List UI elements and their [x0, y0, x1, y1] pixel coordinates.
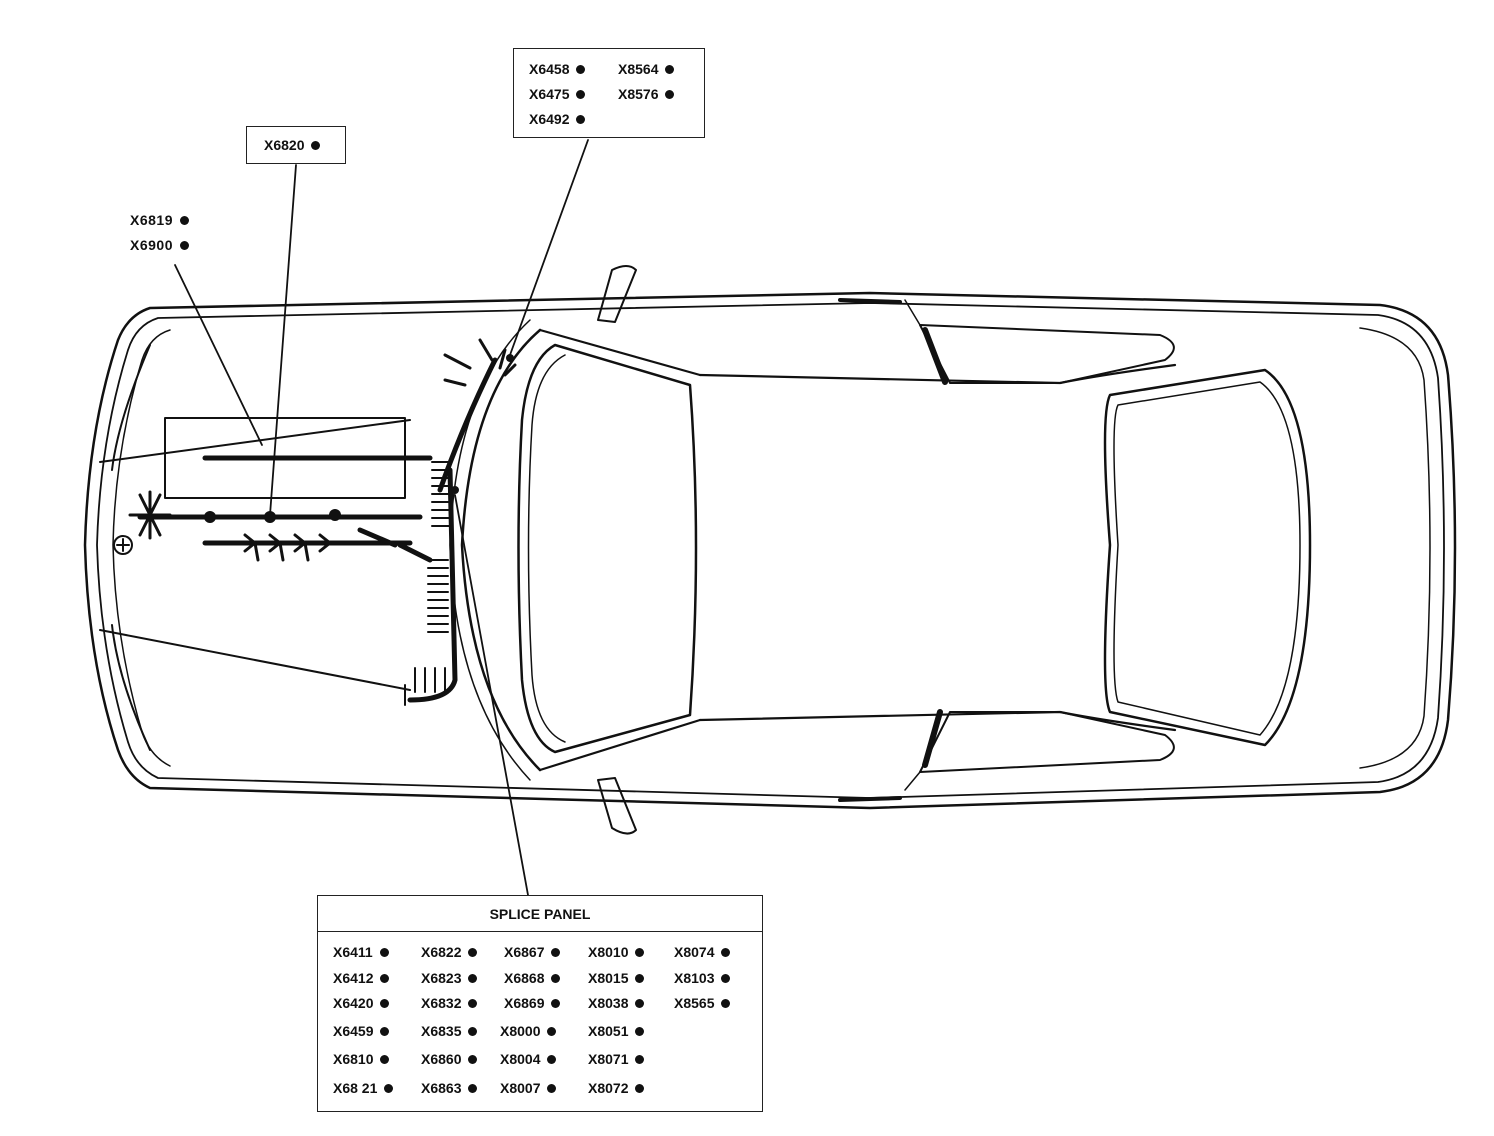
connector-dot-icon	[380, 1054, 390, 1064]
connector-dot-icon	[635, 1026, 645, 1036]
connector-label: X8071	[588, 1051, 645, 1067]
connector-label: X6412	[333, 970, 390, 986]
rear-window	[1103, 368, 1312, 747]
windshield	[517, 343, 698, 754]
connector-dot-icon	[379, 947, 389, 957]
harness-dots	[204, 354, 514, 523]
connector-dot-icon	[635, 1083, 645, 1093]
connector-dot-icon	[635, 947, 645, 957]
connector-dot-icon	[635, 1054, 645, 1064]
connector-label: X6458	[529, 61, 586, 77]
connector-label: X8015	[588, 970, 645, 986]
connector-label: X8010	[588, 944, 645, 960]
connector-dot-icon	[551, 947, 561, 957]
connector-dot-icon	[665, 89, 675, 99]
connector-label: X6869	[504, 995, 561, 1011]
connector-dot-icon	[380, 998, 390, 1008]
connector-dot-icon	[311, 140, 321, 150]
connector-label: X8565	[674, 995, 731, 1011]
connector-dot-icon	[468, 1026, 478, 1036]
connector-label: X6822	[421, 944, 478, 960]
connector-label: X8103	[674, 970, 731, 986]
connector-label: X6900	[130, 237, 189, 253]
connector-label: X8074	[674, 944, 731, 960]
connector-label: X8000	[500, 1023, 557, 1039]
divider	[318, 931, 762, 932]
connector-label: X8051	[588, 1023, 645, 1039]
cowl-line	[460, 328, 542, 772]
connector-dot-icon	[551, 998, 561, 1008]
connector-dot-icon	[665, 64, 675, 74]
connector-label: X8564	[618, 61, 675, 77]
callout-box-x6820: X6820	[246, 126, 346, 164]
connector-dot-icon	[551, 973, 561, 983]
connector-label: X6492	[529, 111, 586, 127]
leader-lines	[174, 139, 589, 896]
connector-label: X6832	[421, 995, 478, 1011]
connector-label: X6459	[333, 1023, 390, 1039]
connector-label: X8072	[588, 1080, 645, 1096]
roof	[698, 363, 1177, 732]
mirror-bottom	[597, 777, 637, 835]
connector-label: X8004	[500, 1051, 557, 1067]
car-body-outline	[83, 291, 1457, 810]
connector-dot-icon	[547, 1083, 557, 1093]
connector-label: X6868	[504, 970, 561, 986]
connector-dot-icon	[179, 240, 189, 250]
connector-label: X8007	[500, 1080, 557, 1096]
connector-dot-icon	[468, 1054, 478, 1064]
callout-box-upper-right: X6458 X8564 X6475 X8576 X6492	[513, 48, 705, 138]
connector-dot-icon	[468, 947, 478, 957]
connector-dot-icon	[635, 973, 645, 983]
connector-label: X6475	[529, 86, 586, 102]
connector-dot-icon	[721, 998, 731, 1008]
connector-label: X6819	[130, 212, 189, 228]
splice-panel-title: SPLICE PANEL	[489, 906, 591, 922]
connector-label: X6863	[421, 1080, 478, 1096]
connector-label: X6835	[421, 1023, 478, 1039]
connector-label: X6820	[264, 137, 321, 153]
connector-label: X6420	[333, 995, 390, 1011]
connector-dot-icon	[721, 973, 731, 983]
connector-dot-icon	[468, 973, 478, 983]
connector-dot-icon	[380, 973, 390, 983]
connector-dot-icon	[468, 998, 478, 1008]
connector-dot-icon	[384, 1083, 394, 1093]
harness	[137, 357, 498, 703]
connector-label: X6411	[333, 944, 389, 960]
connector-dot-icon	[576, 64, 586, 74]
connector-label: X68 21	[333, 1080, 394, 1096]
connector-dot-icon	[547, 1026, 557, 1036]
connector-dot-icon	[380, 1026, 390, 1036]
connector-dot-icon	[547, 1054, 557, 1064]
connector-label: X6823	[421, 970, 478, 986]
connector-label: X6860	[421, 1051, 478, 1067]
connector-label: X8576	[618, 86, 675, 102]
connector-dot-icon	[721, 947, 731, 957]
splice-panel-box: SPLICE PANEL X6411 X6412 X6420 X6459 X68…	[317, 895, 763, 1112]
connector-dot-icon	[576, 89, 586, 99]
connector-label: X8038	[588, 995, 645, 1011]
ground-symbol	[113, 535, 133, 555]
connector-dot-icon	[576, 114, 586, 124]
ground-star	[128, 490, 172, 540]
connector-label: X6867	[504, 944, 561, 960]
connector-dot-icon	[468, 1083, 478, 1093]
connector-dot-icon	[635, 998, 645, 1008]
connector-label: X6810	[333, 1051, 390, 1067]
hood-lines	[99, 344, 411, 751]
mirror-top	[597, 265, 637, 323]
connector-dot-icon	[179, 215, 189, 225]
